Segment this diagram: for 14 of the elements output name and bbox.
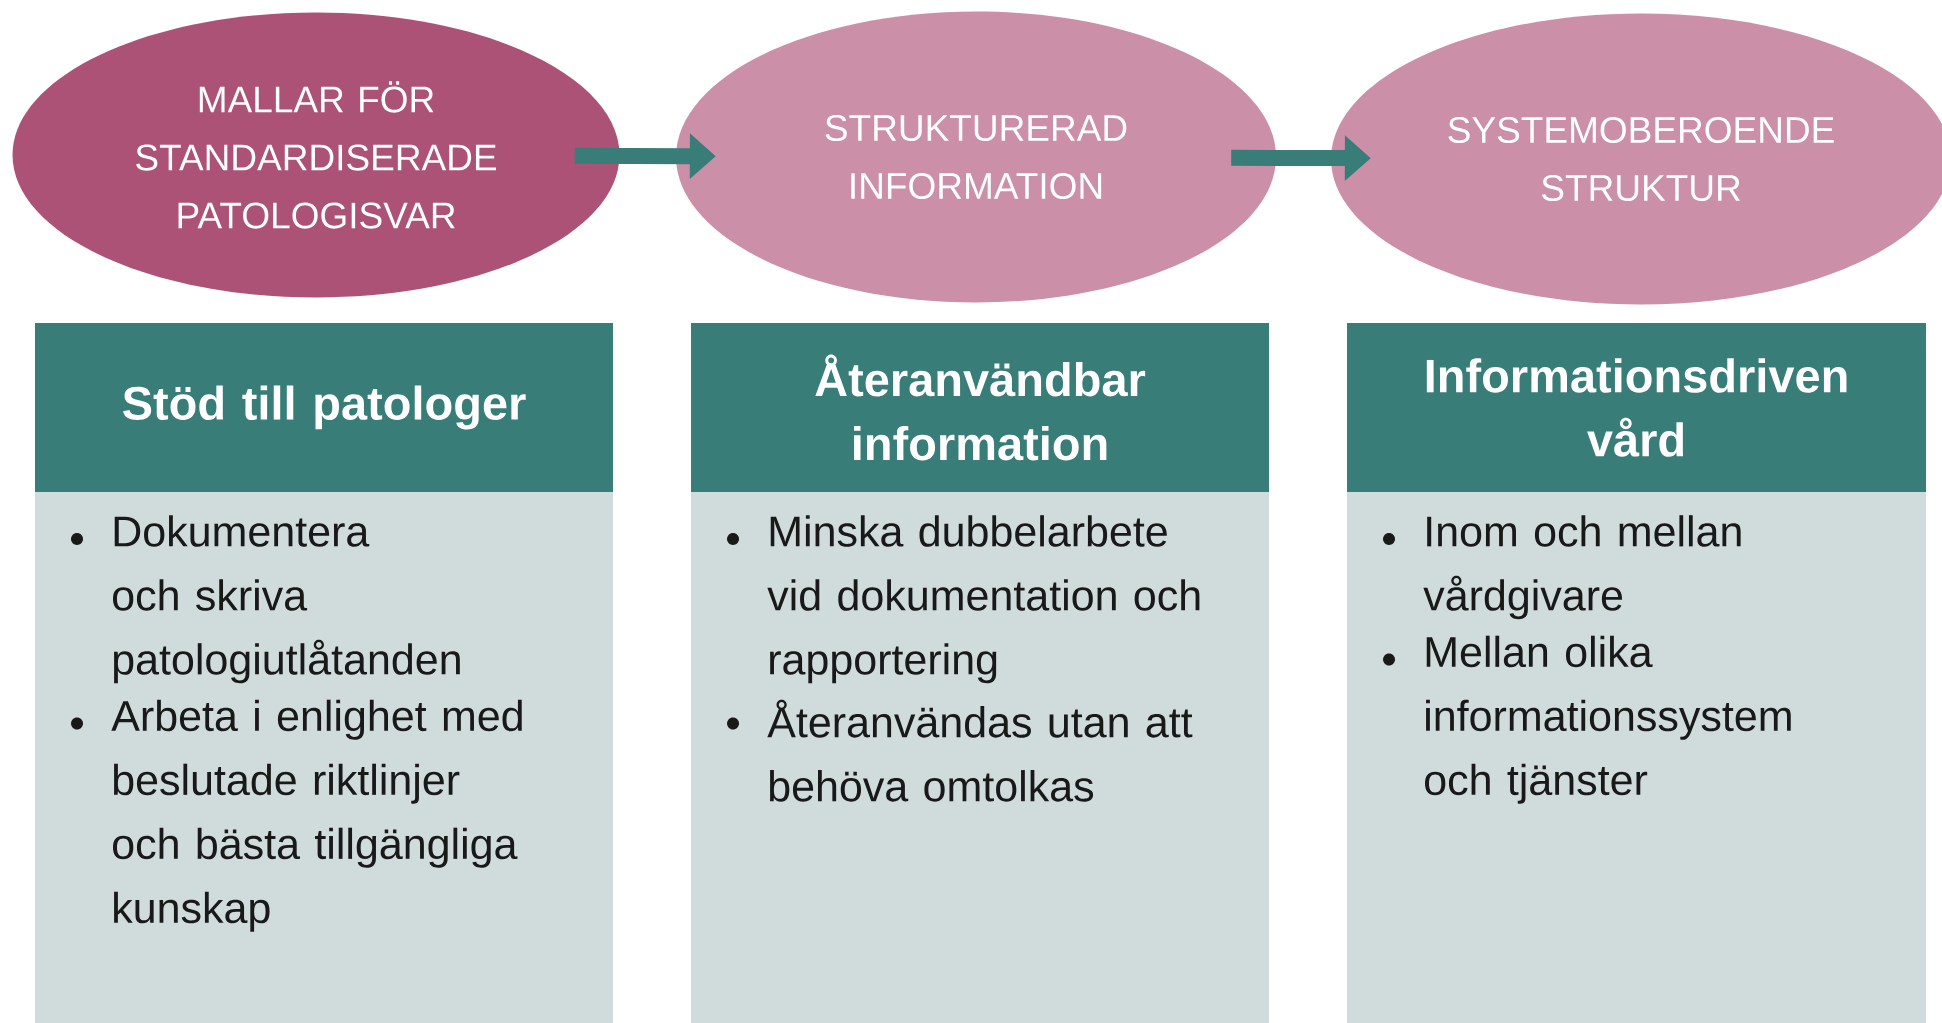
ellipse-node: STRUKTURERAD INFORMATION (676, 11, 1276, 303)
bullet-item: Dokumentera och skriva patologiutlåtanden (71, 515, 460, 684)
bullet-item: Mellan olika informationssystem och tjänster (1383, 635, 1791, 804)
card (35, 323, 613, 1023)
bullet-item: Återanvändas utan att behöva omtolkas (727, 699, 1193, 802)
card-heading: Informationsdriven vård (1426, 358, 1847, 457)
card (691, 323, 1269, 1023)
card-heading: Stöd till patologer (123, 385, 526, 430)
bullet-item: Inom och mellan vårdgivare (1383, 515, 1741, 620)
bullet-item: Minska dubbelarbete vid dokumentation och rapportering (727, 515, 1200, 684)
bullet-item: Arbeta i enlighet med beslutade riktlinjer och bästa tillgängliga kunskap (71, 699, 522, 932)
card-heading: Återanvändbar information (815, 354, 1146, 461)
card (1347, 323, 1926, 1023)
ellipse-node: MALLAR FÖR STANDARDISERADE PATOLOGISVAR (12, 12, 620, 298)
